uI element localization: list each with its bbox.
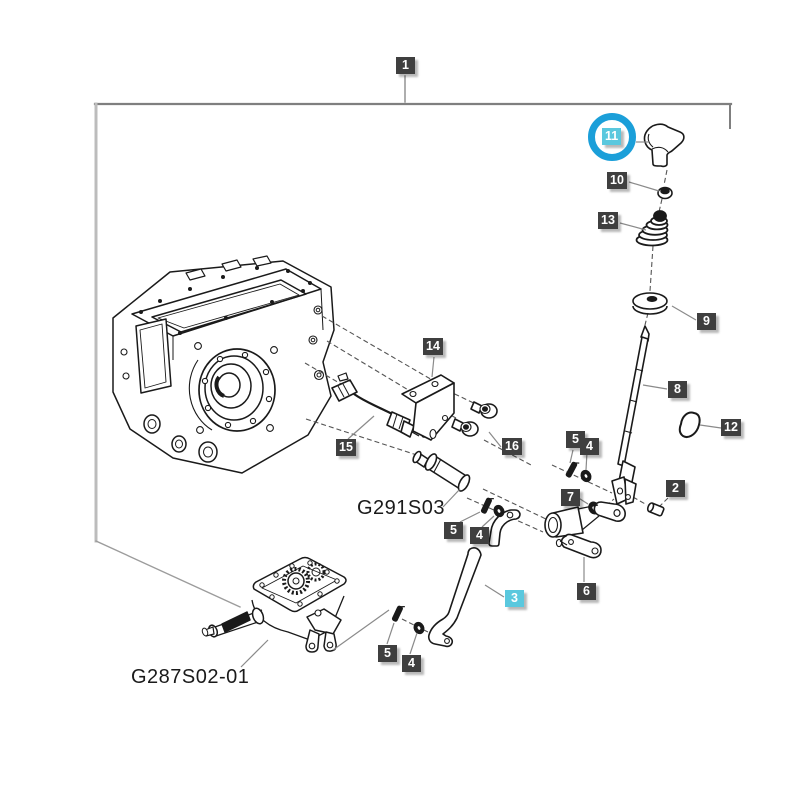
part-tag-3-highlighted[interactable]: 3 bbox=[505, 590, 524, 607]
flange-bolt-holes bbox=[201, 351, 273, 429]
shift-cover-drawing bbox=[201, 556, 347, 653]
part-tag-7[interactable]: 7 bbox=[561, 489, 580, 506]
guide-strap-drawing bbox=[488, 509, 521, 547]
nut-drawing bbox=[657, 186, 673, 200]
cover-bolt-holes bbox=[259, 560, 340, 607]
gasket-drawing bbox=[678, 411, 701, 438]
part-tag-6[interactable]: 6 bbox=[577, 583, 596, 600]
part-tag-4-bottom[interactable]: 4 bbox=[402, 655, 421, 672]
pin-drawing bbox=[646, 502, 665, 517]
part-tag-15[interactable]: 15 bbox=[336, 439, 356, 456]
leader-lines bbox=[240, 141, 722, 668]
spring-pin-mid-drawing bbox=[480, 497, 494, 514]
disc-washer-drawing bbox=[632, 292, 668, 315]
lever-shaft-drawing bbox=[611, 325, 650, 505]
frame bbox=[93, 75, 733, 608]
link-rod-drawing bbox=[412, 450, 471, 492]
gear-lever-parts-drawing bbox=[331, 123, 701, 648]
part-code-g291s03[interactable]: G291S03 bbox=[357, 497, 446, 519]
part-tag-12[interactable]: 12 bbox=[721, 419, 741, 436]
sensor-drawing bbox=[331, 372, 427, 438]
part-tag-14[interactable]: 14 bbox=[423, 338, 443, 355]
part-tag-8[interactable]: 8 bbox=[668, 381, 687, 398]
part-tag-11-selected[interactable]: 11 bbox=[602, 128, 622, 145]
spring-pin-top-drawing bbox=[565, 461, 580, 478]
rim-bolt-dots bbox=[139, 266, 312, 335]
part-code-g287s02-01[interactable]: G287S02-01 bbox=[131, 666, 250, 688]
selection-ring bbox=[588, 113, 636, 161]
part-tag-2[interactable]: 2 bbox=[666, 480, 685, 497]
washer-top-drawing bbox=[580, 469, 592, 483]
part-tag-1[interactable]: 1 bbox=[396, 57, 415, 74]
washer-bottom-drawing bbox=[413, 621, 425, 635]
washer-mid-drawing bbox=[493, 504, 505, 518]
bent-lever-drawing bbox=[427, 547, 482, 648]
knob-drawing bbox=[643, 123, 685, 168]
part-tag-13[interactable]: 13 bbox=[598, 212, 618, 229]
part-tag-4-mid[interactable]: 4 bbox=[470, 527, 489, 544]
part-tag-16[interactable]: 16 bbox=[502, 438, 522, 455]
bellcrank-drawing bbox=[544, 501, 626, 559]
part-tag-9[interactable]: 9 bbox=[697, 313, 716, 330]
part-tag-5-mid[interactable]: 5 bbox=[444, 522, 463, 539]
part-tag-5-bottom[interactable]: 5 bbox=[378, 645, 397, 662]
boot-drawing bbox=[635, 210, 669, 247]
bolts-drawing bbox=[451, 401, 498, 437]
spring-pin-bottom-drawing bbox=[391, 605, 405, 622]
transmission-housing-drawing bbox=[112, 255, 335, 474]
part-tag-4-top[interactable]: 4 bbox=[580, 438, 599, 455]
bracket-drawing bbox=[401, 374, 455, 441]
part-tag-10[interactable]: 10 bbox=[607, 172, 627, 189]
